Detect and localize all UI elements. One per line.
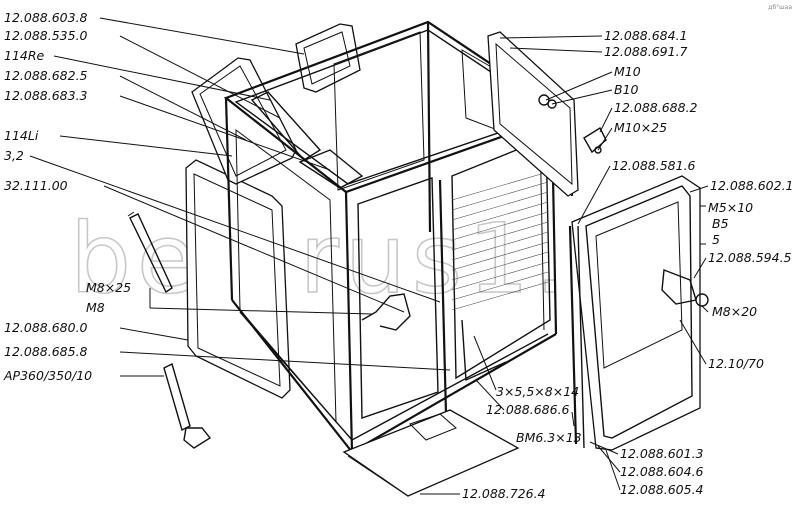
label-12-088-605-4: 12.088.605.4	[620, 482, 704, 497]
label-b5: B5	[712, 216, 729, 231]
label-bm6-3x13: BM6.3×13	[516, 430, 582, 445]
label-b10: B10	[614, 82, 639, 97]
label-114re: 114Re	[4, 48, 45, 63]
label-m5x10: M5×10	[708, 200, 753, 215]
label-12-088-604-6: 12.088.604.6	[620, 464, 704, 479]
label-m8x25: M8×25	[86, 280, 131, 295]
label-12-088-686-6: 12.088.686.6	[486, 402, 570, 417]
right-upper-glass-panel	[487, 31, 579, 197]
label-12-088-726-4: 12.088.726.4	[462, 486, 546, 501]
wiper-blade	[127, 211, 173, 294]
hinge-bracket	[538, 94, 607, 154]
label-32-111-00: 32.111.00	[4, 178, 68, 193]
label-12-088-581-6: 12.088.581.6	[612, 158, 696, 173]
leader-lines-right	[420, 35, 709, 495]
label-m8: M8	[86, 300, 105, 315]
corner-mark: дб°шаа	[768, 4, 792, 11]
rear-upper-glass-panel	[295, 23, 361, 93]
roof-filter-right	[250, 91, 322, 161]
leader-lines-left	[29, 17, 451, 377]
label-12-088-684-1: 12.088.684.1	[604, 28, 688, 43]
label-114li: 114Li	[4, 128, 39, 143]
label-12-088-680-0: 12.088.680.0	[4, 320, 88, 335]
label-12-088-535-0: 12.088.535.0	[4, 28, 88, 43]
label-12-088-602-1: 12.088.602.1	[710, 178, 794, 193]
grab-handle	[461, 319, 507, 382]
roof-filter-left	[298, 149, 364, 189]
interior-handle-rod	[361, 293, 411, 331]
label-12-088-688-2: 12.088.688.2	[614, 100, 698, 115]
label-washer-3x55: 3×5,5×8×14	[496, 384, 579, 399]
label-m8x20: M8×20	[712, 304, 757, 319]
left-side-glass-panel	[185, 159, 291, 399]
label-5: 5	[712, 232, 720, 247]
label-12-088-685-8: 12.088.685.8	[4, 344, 88, 359]
label-12-10-70: 12.10/70	[708, 356, 764, 371]
right-rear-glass-hatching	[451, 171, 549, 311]
label-12-088-594-5: 12.088.594.5	[708, 250, 792, 265]
right-door	[568, 175, 709, 451]
label-12-088-691-7: 12.088.691.7	[604, 44, 688, 59]
cab-frame	[223, 20, 574, 454]
label-12-088-601-3: 12.088.601.3	[620, 446, 704, 461]
label-ap360: AP360/350/10	[3, 368, 92, 383]
label-m10x25: M10×25	[614, 120, 667, 135]
label-m10: M10	[614, 64, 641, 79]
wiper-motor-ap360	[163, 362, 212, 449]
label-12-088-603-8: 12.088.603.8	[4, 10, 88, 25]
label-12-088-683-3: 12.088.683.3	[4, 88, 88, 103]
label-3-2: 3,2	[4, 148, 24, 163]
label-12-088-682-5: 12.088.682.5	[4, 68, 88, 83]
floor-plate	[342, 409, 520, 497]
